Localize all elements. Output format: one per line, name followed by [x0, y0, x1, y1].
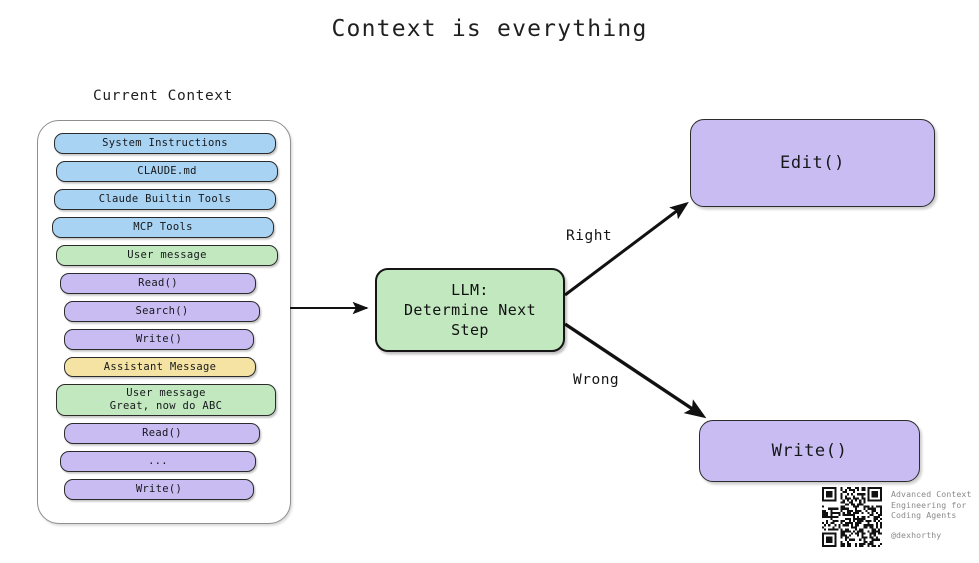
context-item-label: Read()	[138, 277, 178, 289]
context-item-label: Assistant Message	[103, 360, 217, 373]
outcome-node-edit-label: Edit()	[779, 153, 845, 173]
edge-llm-to-edit	[564, 201, 689, 297]
context-item: Write()	[64, 479, 254, 500]
context-item: Search()	[64, 301, 260, 322]
watermark-line-3: Coding Agents	[891, 510, 957, 521]
llm-node-line-2: Determine Next	[403, 301, 537, 319]
watermark-handle: @dexhorthy	[891, 529, 942, 540]
watermark-line-2: Engineering for	[891, 499, 967, 510]
watermark: Advanced Context Engineering for Coding …	[822, 487, 971, 547]
context-item: MCP Tools	[52, 217, 274, 238]
context-panel-heading: Current Context	[93, 88, 233, 104]
llm-node-line-3: Step	[451, 321, 489, 339]
page-title: Context is everything	[331, 16, 648, 42]
edge-llm-to-write	[564, 322, 707, 419]
context-item-label: Claude Builtin Tools	[98, 193, 232, 205]
edge-label-wrong: Wrong	[573, 372, 620, 388]
context-item: User message	[56, 245, 278, 266]
context-item-label: User message	[127, 249, 207, 261]
llm-node-line-1: LLM:	[451, 281, 489, 299]
context-item: Read()	[60, 273, 256, 294]
context-item-label: Write()	[135, 333, 183, 345]
context-item-label: MCP Tools	[133, 221, 193, 233]
outcome-node-write: Write()	[699, 420, 920, 482]
edge-label-right: Right	[566, 228, 613, 244]
context-item-label: Search()	[135, 305, 189, 317]
context-item: ...	[60, 451, 256, 472]
context-item-label: Write()	[135, 483, 183, 495]
watermark-line-1: Advanced Context	[891, 489, 972, 499]
context-item: Assistant Message	[64, 357, 256, 377]
context-item: Write()	[64, 329, 254, 350]
context-item: System Instructions	[54, 133, 276, 154]
context-item: Read()	[64, 423, 260, 444]
context-item-label: ...	[148, 455, 168, 467]
outcome-node-edit: Edit()	[690, 119, 935, 207]
watermark-text: Advanced Context Engineering for Coding …	[891, 487, 971, 521]
context-item-label: System Instructions	[102, 137, 228, 149]
context-item-sublabel: Great, now do ABC	[109, 400, 223, 412]
context-item: CLAUDE.md	[56, 161, 278, 182]
qr-code-icon	[822, 487, 882, 547]
context-item-label: CLAUDE.md	[137, 165, 197, 177]
context-item: Claude Builtin Tools	[54, 189, 276, 210]
llm-decision-node: LLM: Determine Next Step	[375, 268, 565, 352]
context-item-label: User message	[126, 387, 206, 399]
context-item-label: Read()	[142, 427, 182, 439]
outcome-node-write-label: Write()	[771, 441, 848, 461]
